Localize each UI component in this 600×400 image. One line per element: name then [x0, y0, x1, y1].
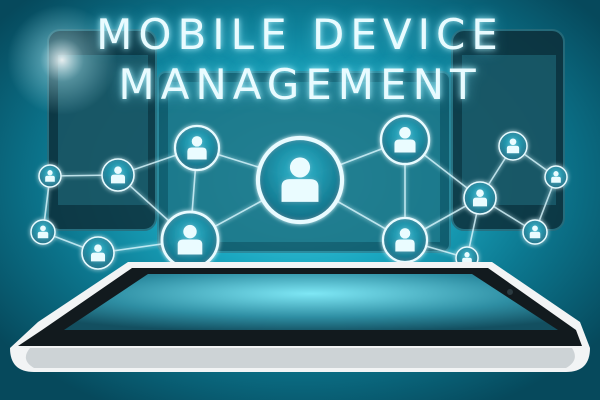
person-icon [38, 164, 62, 188]
person-icon [381, 216, 429, 264]
person-icon [173, 124, 221, 172]
headline-line-2: MANAGEMENT [118, 60, 482, 109]
person-icon [30, 219, 56, 245]
person-icon [379, 114, 431, 166]
person-icon [160, 210, 220, 270]
person-icon [463, 181, 497, 215]
background-phone-right [451, 29, 565, 231]
person-icon [255, 135, 345, 225]
person-icon [81, 236, 115, 270]
headline-line-1: MOBILE DEVICE [96, 10, 504, 59]
person-icon [101, 158, 135, 192]
lens-flare [7, 5, 117, 115]
tablet-camera [507, 289, 513, 295]
foreground-tablet [10, 262, 590, 372]
person-icon [522, 219, 548, 245]
person-icon [498, 131, 528, 161]
person-icon [544, 165, 568, 189]
